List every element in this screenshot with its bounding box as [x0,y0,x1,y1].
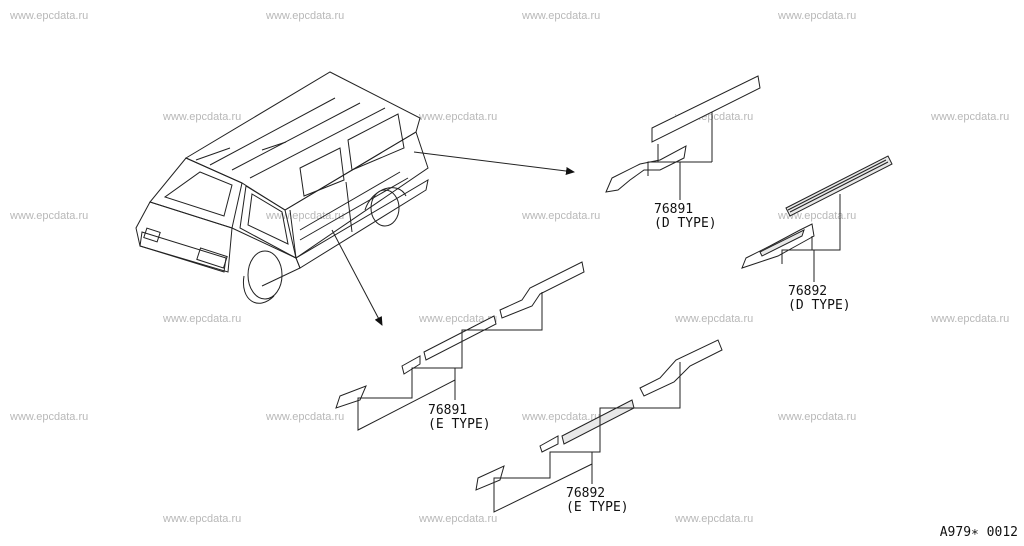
watermark: www.epcdata.ru [778,210,857,222]
part-76892-d-type-drawing [741,155,893,282]
part-number-76891-e: 76891 [428,403,468,418]
watermark: www.epcdata.ru [10,10,89,22]
part-number-76892-d: 76892 [788,284,828,299]
watermark: www.epcdata.ru [778,411,857,423]
watermark: www.epcdata.ru [266,10,345,22]
watermark: www.epcdata.ru [522,10,601,22]
part-76892-e-type-drawing [475,339,723,513]
watermark: www.epcdata.ru [522,210,601,222]
part-number-76892-e: 76892 [566,486,606,501]
watermark: www.epcdata.ru [522,411,601,423]
watermark: www.epcdata.ru [931,313,1010,325]
watermark: www.epcdata.ru [419,313,498,325]
part-76891-e-type-drawing [335,261,585,431]
watermark: www.epcdata.ru [10,210,89,222]
watermark: www.epcdata.ru [931,111,1010,123]
part-76891-d-type-drawing [605,75,761,200]
arrow-to-e-type [331,229,383,326]
part-type-76891-e: (E TYPE) [428,417,491,432]
watermark: www.epcdata.ru [163,513,242,525]
watermark: www.epcdata.ru [675,513,754,525]
watermark: www.epcdata.ru [419,111,498,123]
watermark: www.epcdata.ru [675,313,754,325]
figure-code: A979∗ 0012 [939,525,1018,540]
van-illustration [135,71,429,304]
part-type-76891-d: (D TYPE) [654,216,717,231]
arrow-to-d-type [413,151,575,175]
watermark: www.epcdata.ru [266,411,345,423]
watermark: www.epcdata.ru [163,313,242,325]
part-type-76892-e: (E TYPE) [566,500,629,515]
watermark: www.epcdata.ru [778,10,857,22]
watermark: www.epcdata.ru [419,513,498,525]
watermark: www.epcdata.ru [163,111,242,123]
part-number-76891-d: 76891 [654,202,694,217]
part-type-76892-d: (D TYPE) [788,298,851,313]
watermark: www.epcdata.ru [10,411,89,423]
